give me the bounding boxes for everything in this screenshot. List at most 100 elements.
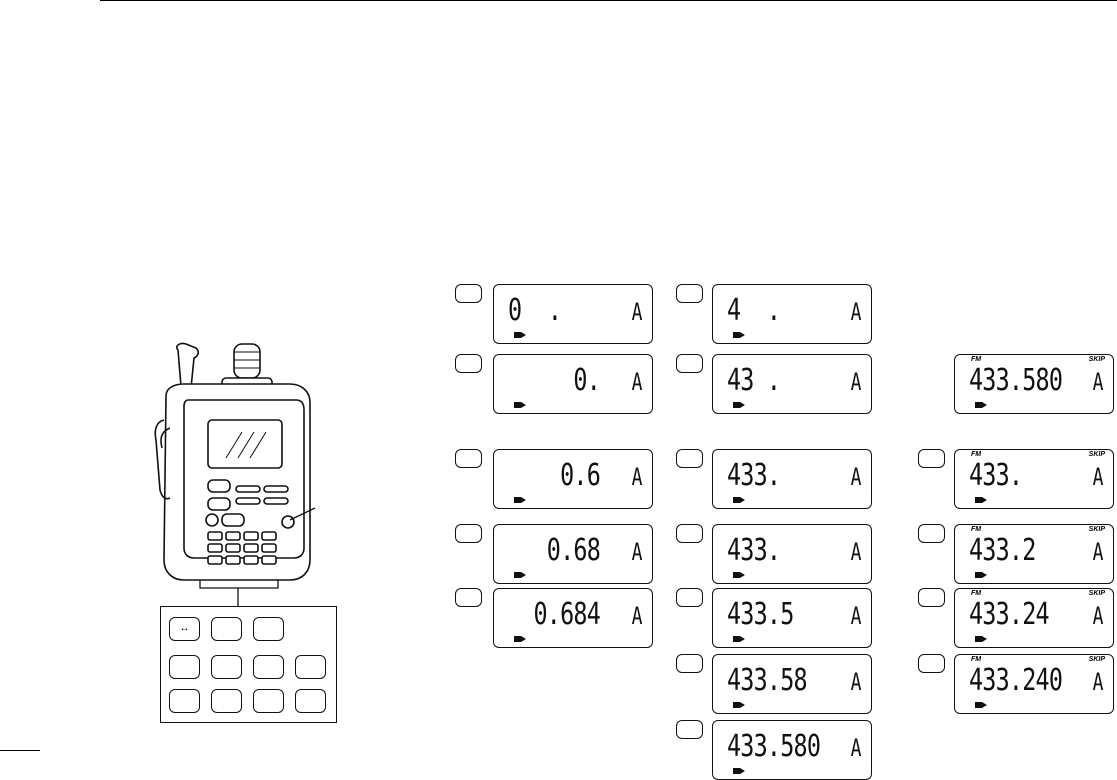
key-5[interactable] xyxy=(211,655,242,679)
step-badge xyxy=(455,449,482,468)
battery-icon xyxy=(514,402,526,408)
band-indicator: A xyxy=(850,539,861,565)
step-badge xyxy=(676,354,703,373)
skip-indicator: SKIP xyxy=(1089,656,1105,663)
mode-indicator: FM xyxy=(971,526,981,533)
band-indicator: A xyxy=(631,369,642,395)
key-6[interactable] xyxy=(253,655,284,679)
frequency-readout: 0.684 xyxy=(508,598,600,632)
step-badge xyxy=(918,588,945,607)
frequency-readout: 433.580 xyxy=(969,364,1061,398)
mode-indicator: FM xyxy=(971,356,981,363)
lcd-display: FM SKIP 433. A xyxy=(954,449,1114,509)
keypad-inset: ↔ xyxy=(160,606,337,723)
vfo-arrow-key[interactable]: ↔ xyxy=(169,617,200,641)
arrow-icon: ↔ xyxy=(180,623,190,634)
frequency-readout: 0. xyxy=(508,364,600,398)
mode-indicator: FM xyxy=(971,656,981,663)
band-indicator: A xyxy=(631,539,642,565)
frequency-readout: 43 . xyxy=(727,364,819,398)
frequency-readout: 433. xyxy=(727,459,819,493)
step-badge xyxy=(455,524,482,543)
frequency-readout: 433.240 xyxy=(969,664,1061,698)
battery-icon xyxy=(733,497,745,503)
lcd-display: FM SKIP 433.580 A xyxy=(954,354,1114,414)
key-4[interactable] xyxy=(169,655,200,679)
skip-indicator: SKIP xyxy=(1089,451,1105,458)
step-badge xyxy=(676,588,703,607)
band-indicator: A xyxy=(1092,464,1103,490)
frequency-readout: 433. xyxy=(727,534,819,568)
battery-icon xyxy=(733,402,745,408)
lcd-display: 0.684 A xyxy=(493,588,653,648)
step-badge xyxy=(676,284,703,303)
step-badge xyxy=(918,654,945,673)
battery-icon xyxy=(733,636,745,642)
lcd-display: 0 . A xyxy=(493,284,653,344)
step-badge xyxy=(918,449,945,468)
band-indicator: A xyxy=(631,603,642,629)
frequency-readout: 4 . xyxy=(727,294,819,328)
frequency-readout: 433.24 xyxy=(969,598,1061,632)
skip-indicator: SKIP xyxy=(1089,590,1105,597)
lcd-display: 433.580 A xyxy=(712,720,872,780)
step-badge xyxy=(676,720,703,739)
step-badge xyxy=(455,284,482,303)
radio-illustration xyxy=(150,340,330,610)
band-indicator: A xyxy=(1092,369,1103,395)
frequency-readout: 0.6 xyxy=(508,459,600,493)
lcd-display: 433. A xyxy=(712,524,872,584)
frequency-readout: 0 . xyxy=(508,294,600,328)
mode-indicator: FM xyxy=(971,451,981,458)
battery-icon xyxy=(514,497,526,503)
battery-icon xyxy=(733,332,745,338)
lcd-display: 0. A xyxy=(493,354,653,414)
key-8[interactable] xyxy=(169,689,200,713)
battery-icon xyxy=(975,497,987,503)
lcd-display: 433.58 A xyxy=(712,654,872,714)
step-badge xyxy=(455,354,482,373)
band-indicator: A xyxy=(850,369,861,395)
lcd-display: 0.68 A xyxy=(493,524,653,584)
frequency-readout: 0.68 xyxy=(508,534,600,568)
step-badge xyxy=(676,654,703,673)
frequency-readout: 433.5 xyxy=(727,598,819,632)
frequency-readout: 433.580 xyxy=(727,730,819,764)
band-indicator: A xyxy=(850,603,861,629)
footer-rule xyxy=(0,750,40,751)
step-badge xyxy=(676,449,703,468)
key-7[interactable] xyxy=(295,655,326,679)
frequency-readout: 433. xyxy=(969,459,1061,493)
band-indicator: A xyxy=(850,735,861,761)
lcd-display: 43 . A xyxy=(712,354,872,414)
battery-icon xyxy=(514,636,526,642)
battery-icon xyxy=(733,702,745,708)
header-rule xyxy=(100,0,1117,1)
key-3[interactable] xyxy=(253,617,284,641)
frequency-readout: 433.58 xyxy=(727,664,819,698)
key-10[interactable] xyxy=(253,689,284,713)
step-badge xyxy=(918,524,945,543)
battery-icon xyxy=(514,332,526,338)
battery-icon xyxy=(975,402,987,408)
skip-indicator: SKIP xyxy=(1089,356,1105,363)
lcd-display: 4 . A xyxy=(712,284,872,344)
key-9[interactable] xyxy=(211,689,242,713)
band-indicator: A xyxy=(1092,603,1103,629)
band-indicator: A xyxy=(850,669,861,695)
battery-icon xyxy=(514,572,526,578)
band-indicator: A xyxy=(631,299,642,325)
band-indicator: A xyxy=(1092,539,1103,565)
lcd-display: 433. A xyxy=(712,449,872,509)
band-indicator: A xyxy=(850,299,861,325)
key-2[interactable] xyxy=(211,617,242,641)
skip-indicator: SKIP xyxy=(1089,526,1105,533)
key-11[interactable] xyxy=(295,689,326,713)
battery-icon xyxy=(975,702,987,708)
band-indicator: A xyxy=(850,464,861,490)
step-badge xyxy=(676,524,703,543)
